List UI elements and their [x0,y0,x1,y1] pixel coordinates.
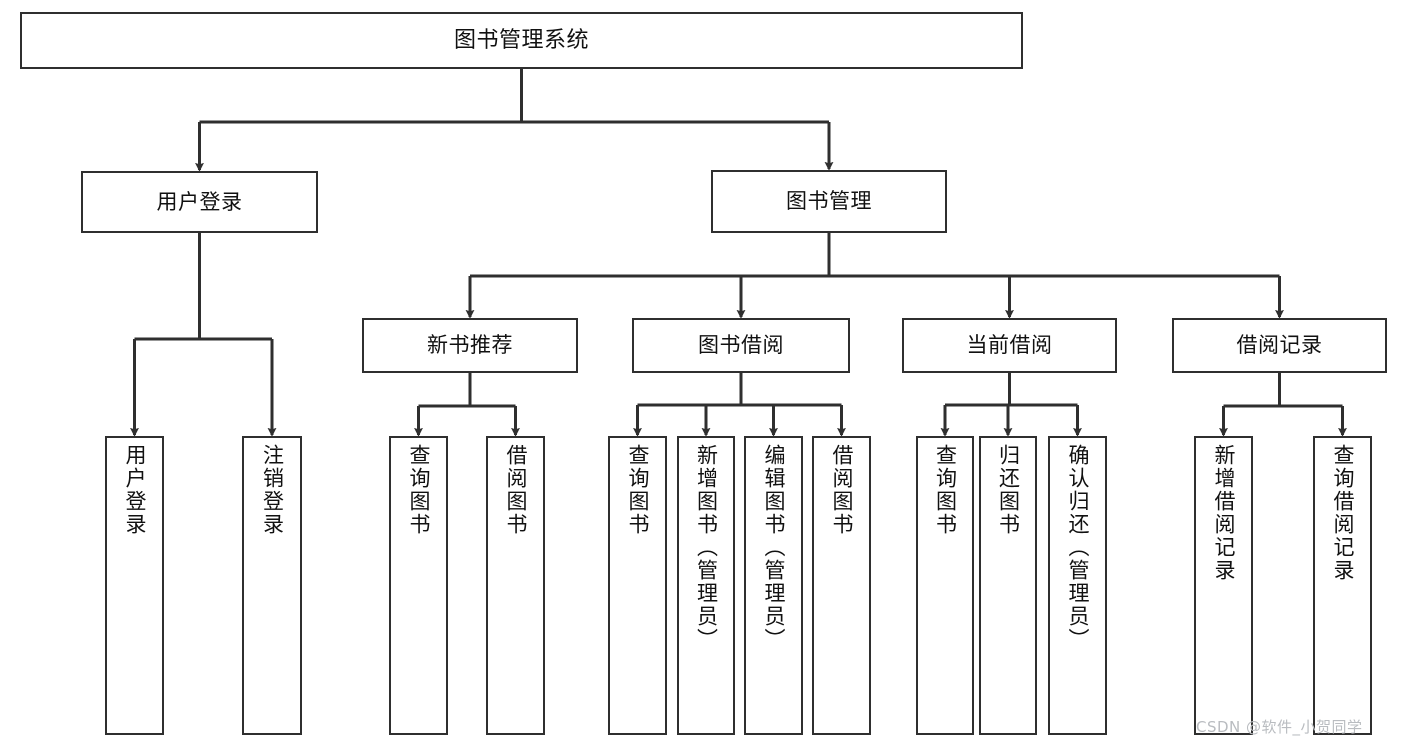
node-label-q2: 查询图书 [626,444,650,536]
node-q3[interactable]: 查询图书 [916,436,974,735]
node-label-q3: 查询图书 [933,444,958,536]
node-label-bookmgmt: 图书管理 [786,189,872,214]
node-label-records: 借阅记录 [1236,333,1323,358]
node-confirm[interactable]: 确认归还（管理员） [1048,436,1107,735]
node-b1[interactable]: 借阅图书 [486,436,545,735]
node-label-editbook: 编辑图书（管理员） [762,444,786,651]
node-current[interactable]: 当前借阅 [902,318,1117,373]
node-label-confirm: 确认归还（管理员） [1066,444,1090,651]
node-label-borrow: 图书借阅 [698,333,784,358]
node-label-login: 用户登录 [156,189,243,214]
node-label-addrec: 新增借阅记录 [1212,444,1236,582]
node-addbook[interactable]: 新增图书（管理员） [677,436,735,735]
node-q2[interactable]: 查询图书 [608,436,667,735]
node-label-userlogin: 用户登录 [123,444,147,536]
node-label-addbook: 新增图书（管理员） [694,444,719,651]
node-login[interactable]: 用户登录 [81,171,318,233]
node-label-logout: 注销登录 [260,444,285,536]
node-addrec[interactable]: 新增借阅记录 [1194,436,1253,735]
node-editbook[interactable]: 编辑图书（管理员） [744,436,803,735]
node-returnbook[interactable]: 归还图书 [979,436,1037,735]
node-label-root: 图书管理系统 [453,27,589,53]
node-label-newbook: 新书推荐 [427,333,513,358]
node-q1[interactable]: 查询图书 [389,436,448,735]
node-userlogin[interactable]: 用户登录 [105,436,164,735]
node-logout[interactable]: 注销登录 [242,436,302,735]
node-bookmgmt[interactable]: 图书管理 [711,170,947,233]
node-label-returnbook: 归还图书 [996,444,1021,536]
csdn-watermark: CSDN @软件_小贺同学 [1196,718,1363,736]
node-borrow[interactable]: 图书借阅 [632,318,850,373]
node-label-b1: 借阅图书 [504,444,528,536]
node-b2[interactable]: 借阅图书 [812,436,871,735]
node-label-b2: 借阅图书 [830,444,854,536]
node-root[interactable]: 图书管理系统 [20,12,1023,69]
node-qrec[interactable]: 查询借阅记录 [1313,436,1372,735]
node-newbook[interactable]: 新书推荐 [362,318,578,373]
node-label-q1: 查询图书 [407,444,431,536]
node-label-current: 当前借阅 [966,333,1053,358]
node-records[interactable]: 借阅记录 [1172,318,1387,373]
node-label-qrec: 查询借阅记录 [1331,444,1355,582]
